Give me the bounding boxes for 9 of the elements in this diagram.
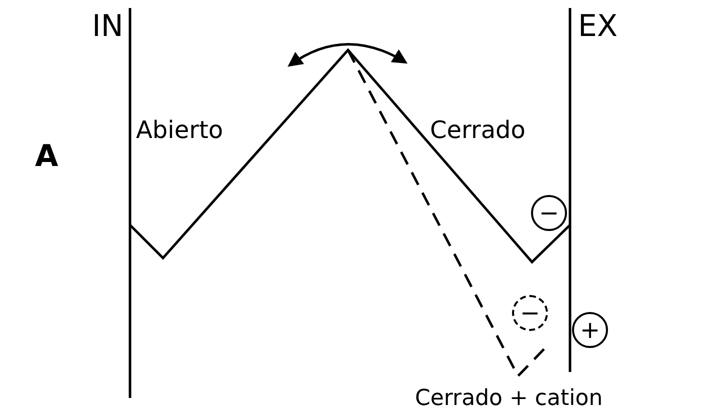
state-label: Cerrado — [430, 118, 526, 142]
anion-circle: − — [512, 295, 548, 331]
anion-circle: − — [531, 195, 567, 231]
side-label: EX — [578, 12, 618, 42]
panel-letter: A — [35, 142, 58, 172]
state-label: Abierto — [136, 118, 224, 142]
state-label: Cerrado + cation — [415, 388, 603, 410]
cation-circle: + — [572, 312, 608, 348]
side-label: IN — [92, 12, 124, 42]
